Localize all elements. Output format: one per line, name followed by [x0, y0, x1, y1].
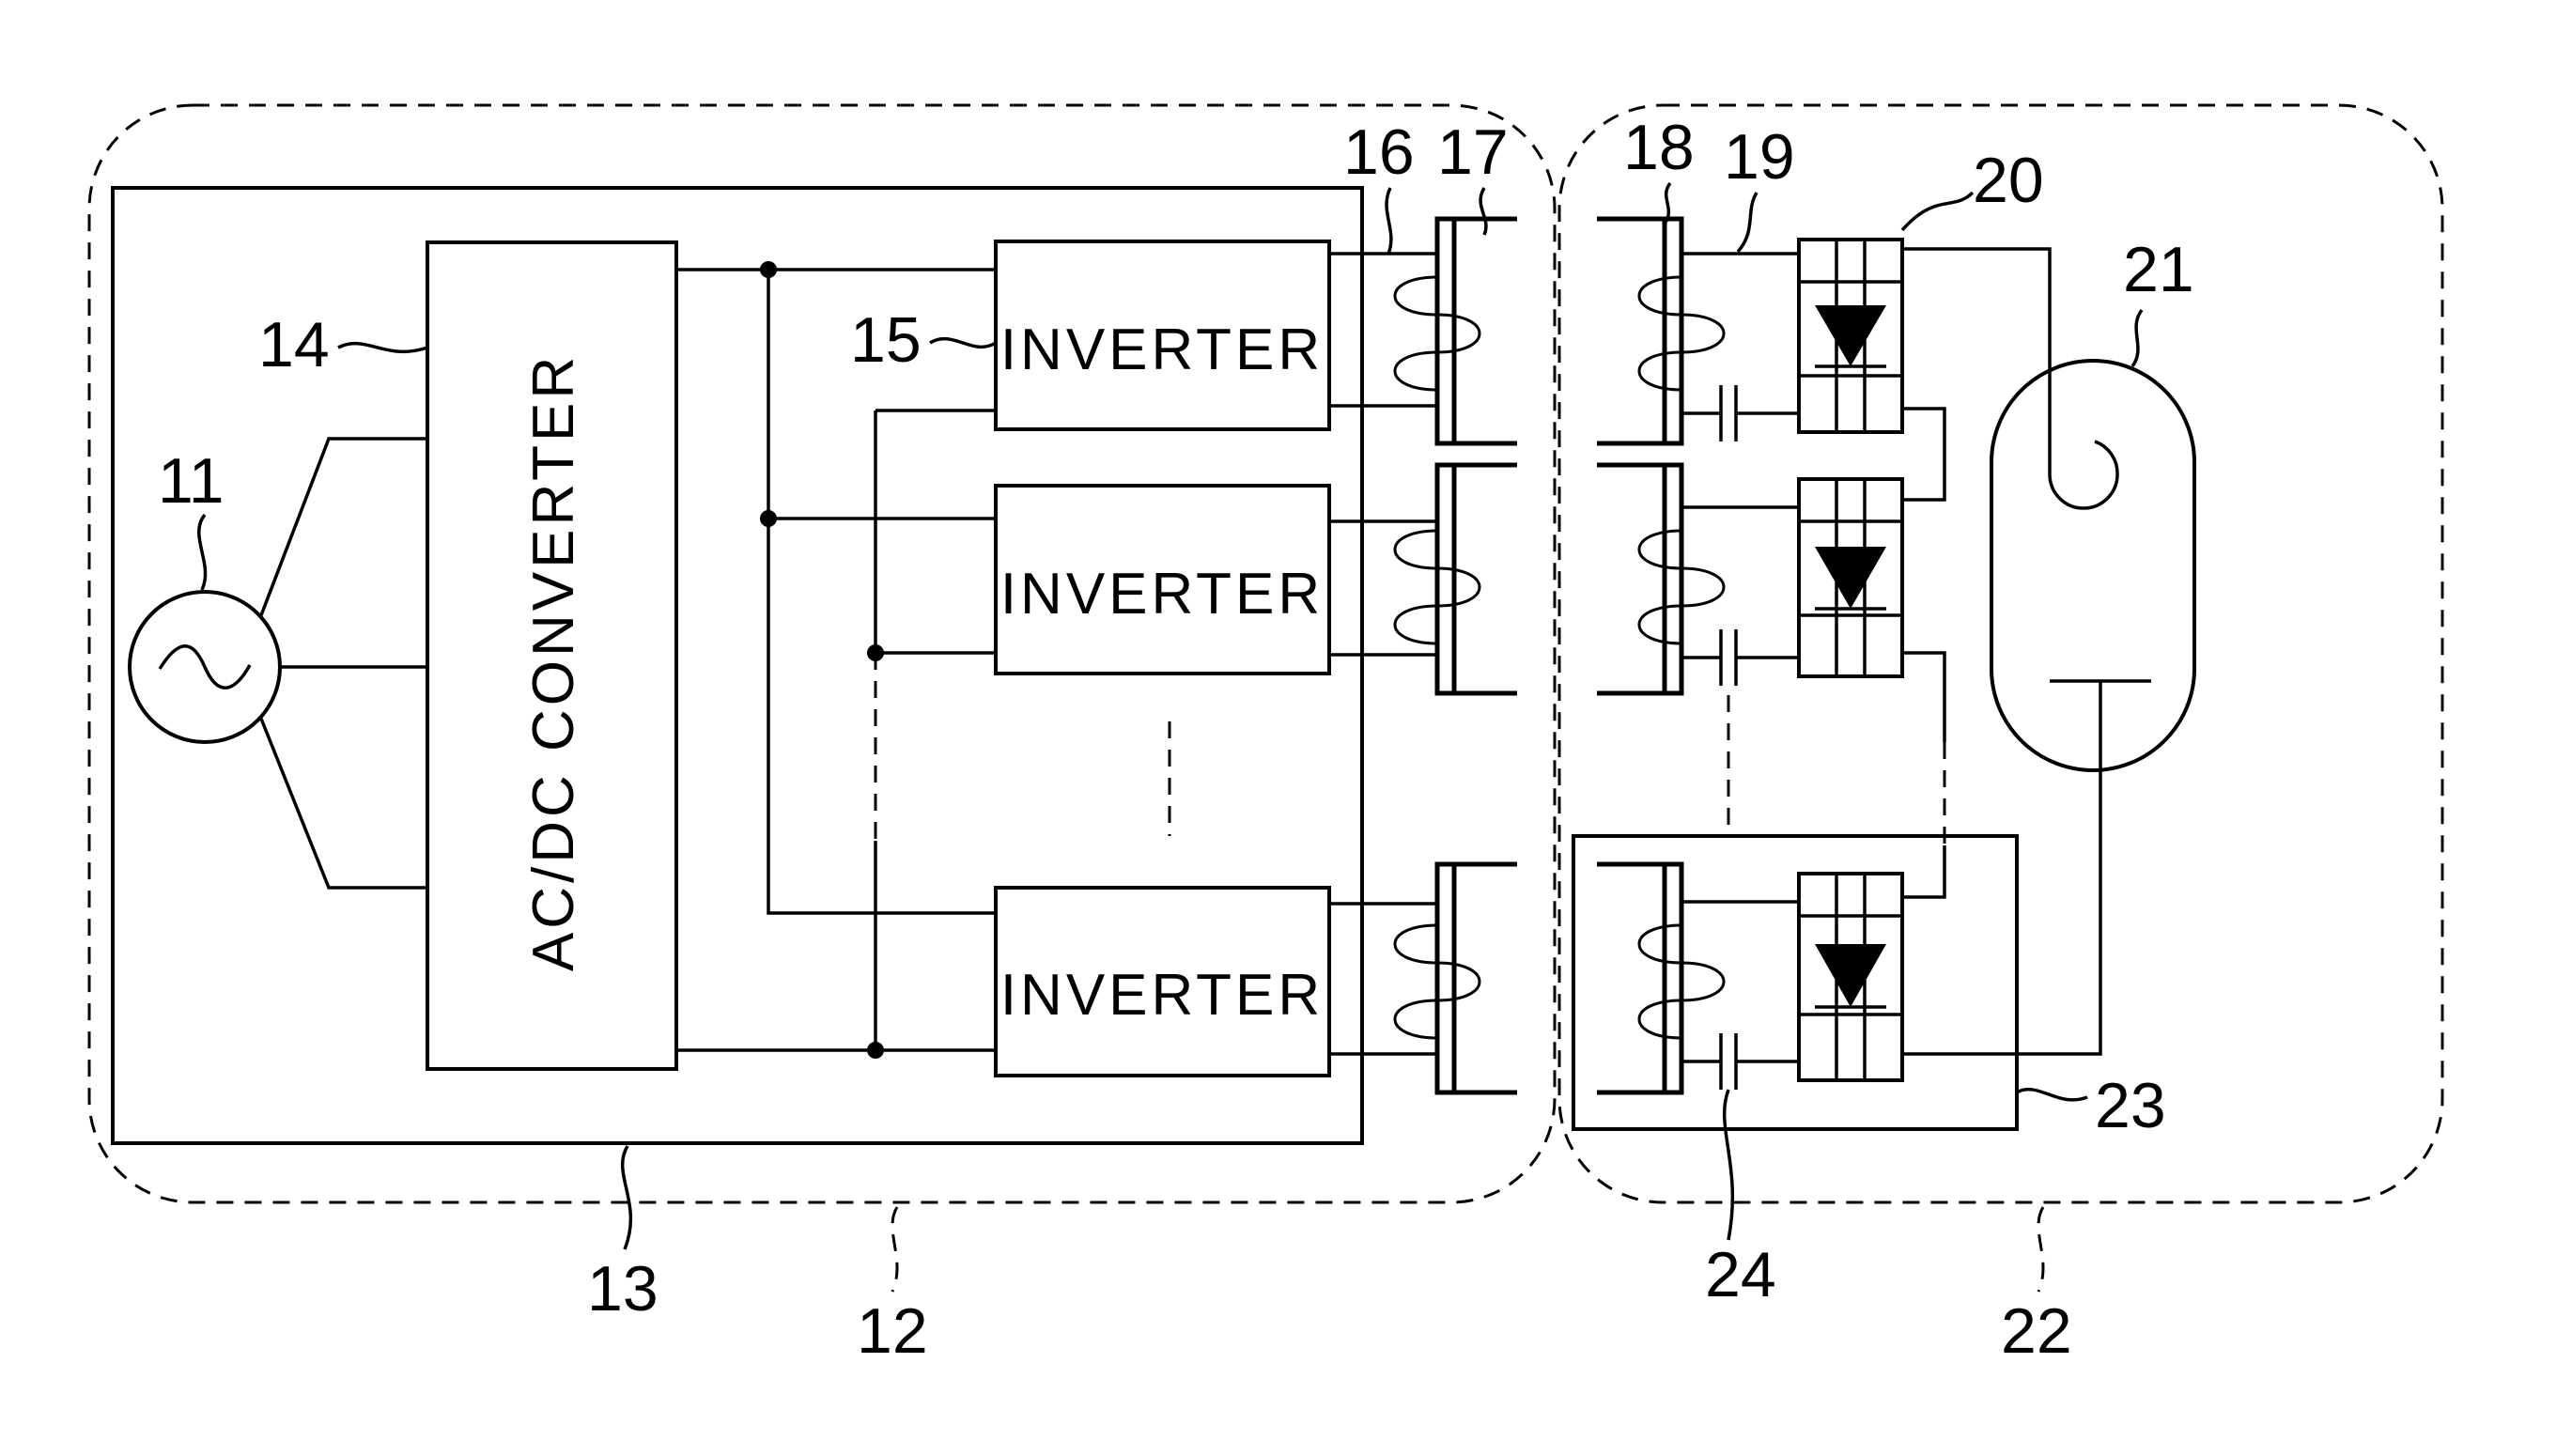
inverter-label: INVERTER: [1000, 318, 1324, 382]
inverter-3: INVERTER: [996, 888, 1329, 1076]
module-box-23: [1573, 836, 2017, 1129]
primary-core-3: [1437, 864, 1517, 1092]
inverter-label: INVERTER: [1000, 963, 1324, 1028]
ref-23: 23: [2095, 1070, 2166, 1141]
ref-19: 19: [1724, 121, 1795, 193]
junction-dot: [760, 261, 777, 278]
secondary-stage-2: [1681, 479, 1902, 686]
ref-14: 14: [258, 309, 330, 380]
ref-18: 18: [1623, 112, 1695, 183]
inverter-label: INVERTER: [1000, 562, 1324, 627]
ref-12: 12: [857, 1295, 928, 1367]
tube-anode: [1902, 681, 2151, 1054]
secondary-stage-1: [1681, 240, 1902, 441]
series-wire: [1902, 409, 1944, 500]
sine-wave-icon: [160, 646, 250, 689]
junction-dot: [867, 1042, 884, 1059]
primary-core-1: [1437, 219, 1517, 443]
junction-dot: [867, 644, 884, 661]
ref-22: 22: [2001, 1295, 2072, 1367]
source-wire: [261, 439, 427, 615]
ref-13: 13: [587, 1253, 658, 1324]
ref-20: 20: [1973, 145, 2044, 216]
series-wire: [1902, 653, 1944, 742]
secondary-core-3: [1597, 864, 1681, 1092]
series-wire: [1902, 845, 1944, 897]
secondary-core-2: [1597, 465, 1681, 693]
inverter-1: INVERTER: [996, 241, 1329, 429]
ref-15: 15: [850, 304, 922, 376]
ref-21: 21: [2123, 234, 2194, 305]
tube-cathode-wire: [1902, 249, 2117, 508]
ref-11: 11: [158, 445, 225, 517]
source-wire: [261, 719, 427, 888]
ref-16: 16: [1343, 116, 1415, 188]
ref-24: 24: [1705, 1239, 1776, 1310]
ref-17: 17: [1437, 116, 1509, 188]
junction-dot: [760, 510, 777, 527]
inverter-2: INVERTER: [996, 486, 1329, 674]
secondary-core-1: [1597, 219, 1681, 443]
secondary-stage-3: [1681, 874, 1902, 1090]
x-ray-tube-outline: [1991, 361, 2194, 770]
acdc-converter-label: AC/DC CONVERTER: [521, 353, 586, 971]
group-22-outline: [1559, 105, 2442, 1202]
